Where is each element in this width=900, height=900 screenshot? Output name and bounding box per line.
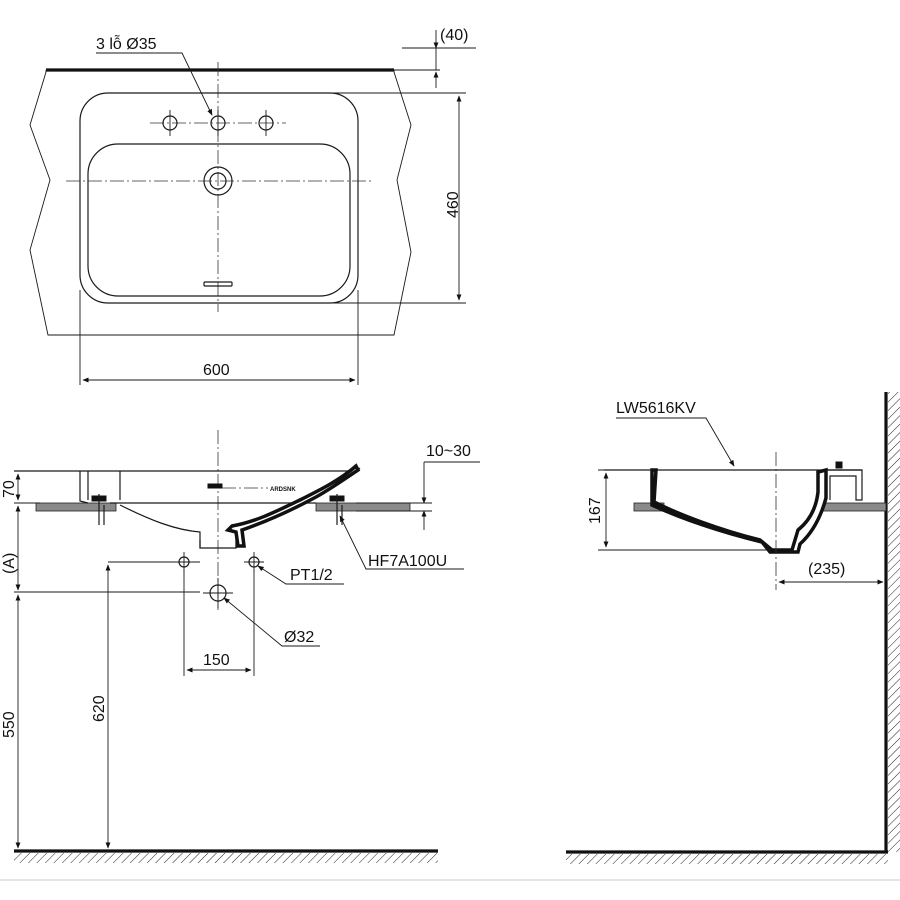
tap-hole-left bbox=[162, 110, 178, 136]
top-view: 3 lỗ Ø35 (40) 460 600 bbox=[29, 27, 476, 385]
drain-leader bbox=[339, 515, 464, 570]
supply-label: PT1/2 bbox=[290, 567, 333, 584]
dim-rim-label: 70 bbox=[1, 480, 18, 498]
dim-waste-height-label: 620 bbox=[91, 695, 108, 722]
waste-hole bbox=[203, 578, 233, 608]
tap-hole-right bbox=[258, 110, 274, 136]
basin-section bbox=[224, 463, 361, 548]
side-fixing bbox=[835, 461, 843, 469]
side-view: LW5616KV 167 (235) bbox=[566, 392, 900, 864]
side-floor-hatch bbox=[566, 854, 888, 864]
supply-leader bbox=[257, 565, 344, 585]
supply-hole-left bbox=[174, 552, 194, 572]
dim-height-label: 167 bbox=[587, 497, 604, 524]
dim-depth-label: 460 bbox=[445, 191, 462, 218]
front-view: ARDSNK 10~30 70 (A) bbox=[1, 430, 480, 863]
drain-label: HF7A100U bbox=[368, 553, 447, 570]
dim-spacing-label: 150 bbox=[203, 652, 230, 669]
holes-leader bbox=[96, 52, 213, 116]
model-label: LW5616KV bbox=[616, 400, 696, 417]
front-floor-hatch bbox=[14, 853, 438, 863]
dim-wall-label: (235) bbox=[808, 561, 845, 578]
dim-thickness-label: 10~30 bbox=[426, 443, 471, 460]
counter-outline bbox=[29, 70, 412, 336]
countertop-left bbox=[35, 502, 117, 512]
dim-A-label: (A) bbox=[1, 553, 18, 574]
dim-offset-label: (40) bbox=[440, 27, 468, 44]
dim-width-label: 600 bbox=[203, 362, 230, 379]
dim-supply-height-label: 550 bbox=[1, 711, 18, 738]
side-countertop-right bbox=[815, 502, 887, 512]
countertop-right bbox=[315, 502, 411, 512]
model-leader bbox=[616, 417, 735, 467]
fixing-bracket-left bbox=[91, 494, 107, 525]
waste-leader bbox=[223, 597, 320, 647]
supply-hole-right bbox=[244, 552, 264, 572]
side-backsplash bbox=[826, 469, 863, 501]
drain-stub bbox=[199, 540, 237, 548]
tap-hole-center bbox=[210, 110, 226, 136]
logo-mark bbox=[207, 483, 223, 489]
side-wall-hatch bbox=[888, 392, 900, 852]
model-mark: ARDSNK bbox=[270, 487, 296, 493]
basin-bowl bbox=[87, 143, 351, 297]
basin-outer bbox=[79, 92, 359, 304]
basin-rim bbox=[14, 467, 361, 472]
side-basin-section bbox=[650, 467, 828, 554]
holes-label: 3 lỗ Ø35 bbox=[96, 34, 157, 53]
overflow-slot bbox=[203, 281, 233, 287]
waste-label: Ø32 bbox=[284, 629, 314, 646]
drain-icon bbox=[203, 166, 233, 196]
